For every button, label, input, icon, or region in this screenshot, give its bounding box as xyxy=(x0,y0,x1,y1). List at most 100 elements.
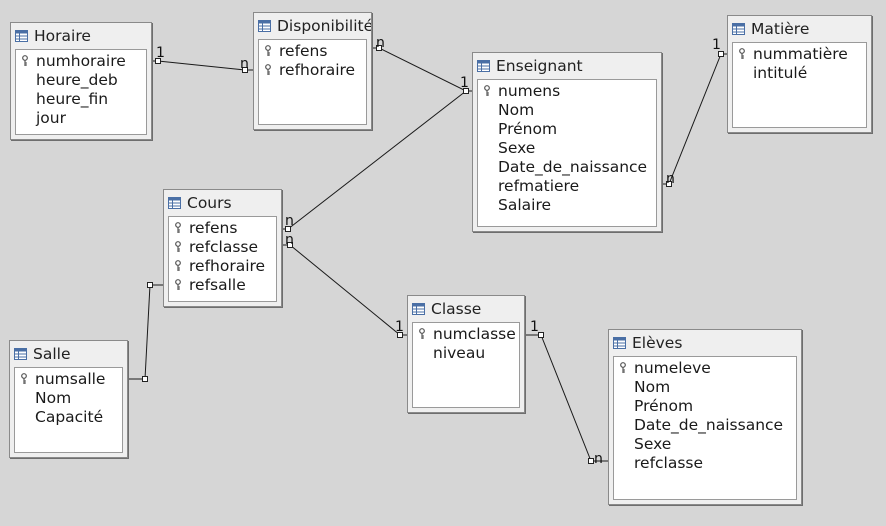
table-title-bar[interactable]: Disponibilité xyxy=(254,13,371,39)
cardinality-label: n xyxy=(285,232,294,248)
table-icon xyxy=(412,303,425,315)
field[interactable]: Nom xyxy=(478,101,656,120)
table-title-bar[interactable]: Enseignant xyxy=(473,53,661,79)
table-icon xyxy=(477,60,490,72)
field-name: refmatiere xyxy=(498,177,580,195)
table-title: Matière xyxy=(751,20,810,38)
cardinality-label: 1 xyxy=(712,37,721,53)
table-icon xyxy=(613,337,626,349)
field[interactable]: Sexe xyxy=(614,435,796,454)
cardinality-label: 1 xyxy=(530,319,539,335)
cardinality-label: 1 xyxy=(460,75,469,91)
field-name: refsalle xyxy=(189,276,246,294)
relation-anchor xyxy=(142,376,148,382)
key-field[interactable]: numeleve xyxy=(614,359,796,378)
relation-line-horaire-disponibilite[interactable] xyxy=(152,60,253,71)
table-title-bar[interactable]: Horaire xyxy=(11,23,151,49)
table-title-bar[interactable]: Salle xyxy=(10,341,127,367)
table-title: Classe xyxy=(431,300,482,318)
field[interactable]: Prénom xyxy=(478,120,656,139)
key-field[interactable]: refhoraire xyxy=(169,257,276,276)
field[interactable]: niveau xyxy=(413,344,519,363)
table-title-bar[interactable]: Cours xyxy=(164,190,281,216)
field[interactable]: Nom xyxy=(614,378,796,397)
key-field[interactable]: refhoraire xyxy=(259,61,366,80)
key-field[interactable]: refsalle xyxy=(169,276,276,295)
field[interactable]: refmatiere xyxy=(478,177,656,196)
key-field[interactable]: numhoraire xyxy=(16,52,146,71)
table-title-bar[interactable]: Elèves xyxy=(609,330,801,356)
cardinality-label: n xyxy=(666,171,675,187)
cardinality-label: 1 xyxy=(395,319,404,335)
primary-key-icon xyxy=(739,48,745,59)
field[interactable]: Prénom xyxy=(614,397,796,416)
key-field[interactable]: numsalle xyxy=(15,370,122,389)
field[interactable]: Date_de_naissance xyxy=(614,416,796,435)
field[interactable]: intitulé xyxy=(733,64,866,83)
field[interactable]: refclasse xyxy=(614,454,796,473)
primary-key-icon xyxy=(620,362,626,373)
table-title: Salle xyxy=(33,345,71,363)
field[interactable]: jour xyxy=(16,109,146,128)
primary-key-icon xyxy=(265,64,271,75)
cardinality-label: 1 xyxy=(156,45,165,61)
field-name: refhoraire xyxy=(279,61,356,79)
key-field[interactable]: refens xyxy=(169,219,276,238)
field[interactable]: Date_de_naissance xyxy=(478,158,656,177)
key-field[interactable]: refclasse xyxy=(169,238,276,257)
relation-line-matiere-enseignant[interactable] xyxy=(662,53,727,185)
field-name: refclasse xyxy=(189,238,259,256)
field-name: Date_de_naissance xyxy=(498,158,648,176)
primary-key-icon xyxy=(175,260,181,271)
key-field[interactable]: numens xyxy=(478,82,656,101)
key-field[interactable]: refens xyxy=(259,42,366,61)
field-name: numsalle xyxy=(35,370,106,388)
field-name: niveau xyxy=(433,344,486,362)
relation-line-classe-cours[interactable] xyxy=(282,244,407,336)
field[interactable]: Sexe xyxy=(478,139,656,158)
table-icon xyxy=(258,20,271,32)
relation-line-salle-cours[interactable] xyxy=(128,284,163,380)
field[interactable]: heure_fin xyxy=(16,90,146,109)
field[interactable]: Capacité xyxy=(15,408,122,427)
key-field[interactable]: nummatière xyxy=(733,45,866,64)
field[interactable]: Salaire xyxy=(478,196,656,215)
field-name: refens xyxy=(189,219,238,237)
field[interactable]: Nom xyxy=(15,389,122,408)
relation-line-classe-eleves[interactable] xyxy=(525,334,608,462)
field-name: numhoraire xyxy=(36,52,126,70)
key-field[interactable]: numclasse xyxy=(413,325,519,344)
field-name: jour xyxy=(36,109,66,127)
field-name: Date_de_naissance xyxy=(634,416,784,434)
field-name: Prénom xyxy=(498,120,558,138)
primary-key-icon xyxy=(419,328,425,339)
field-name: Prénom xyxy=(634,397,694,415)
primary-key-icon xyxy=(21,373,27,384)
table-title-bar[interactable]: Matière xyxy=(728,16,871,42)
relation-anchor xyxy=(147,282,153,288)
field-name: numclasse xyxy=(433,325,516,343)
field[interactable]: heure_deb xyxy=(16,71,146,90)
primary-key-icon xyxy=(484,85,490,96)
field-name: Capacité xyxy=(35,408,104,426)
table-title-bar[interactable]: Classe xyxy=(408,296,524,322)
relation-line-enseignant-disponibilite[interactable] xyxy=(372,47,472,92)
field-name: refens xyxy=(279,42,328,60)
